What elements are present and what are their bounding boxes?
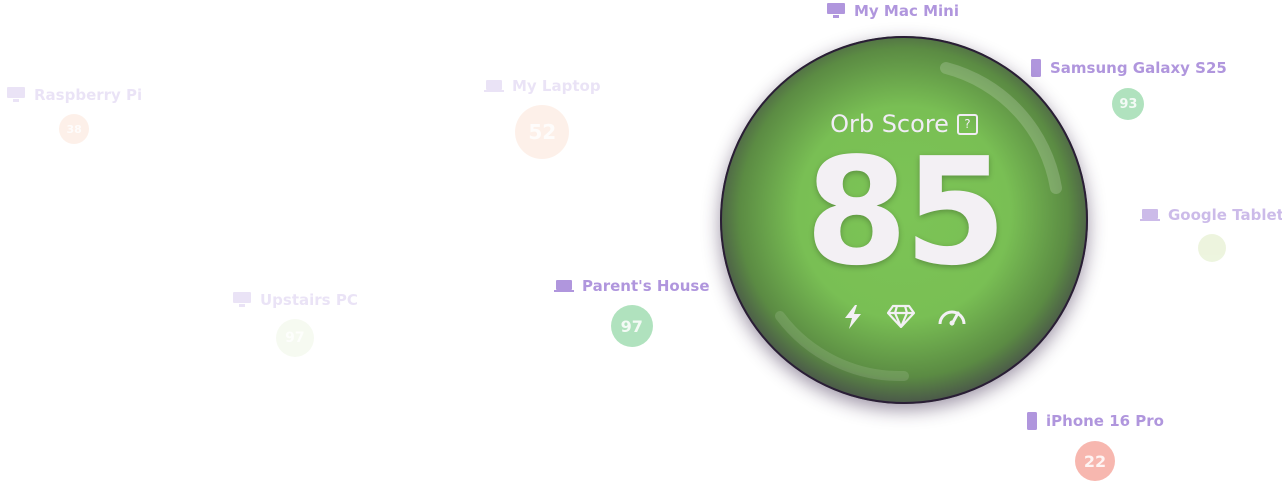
diamond-icon	[887, 304, 915, 328]
device-iphone-16-pro[interactable]: iPhone 16 Pro 22	[1026, 411, 1164, 481]
orb-score-value: 85	[805, 126, 1007, 298]
laptop-icon	[484, 80, 504, 92]
laptop-icon	[1140, 209, 1160, 221]
orb-score-widget[interactable]: Orb Score ? 85	[720, 36, 1088, 404]
orb-icons-row	[720, 304, 1088, 330]
score-bubble: 38	[59, 114, 90, 144]
device-my-laptop[interactable]: My Laptop 52	[484, 77, 601, 159]
device-label: Upstairs PC	[260, 291, 358, 309]
device-label: Raspberry Pi	[34, 86, 143, 104]
laptop-icon	[554, 280, 574, 292]
device-raspberry-pi[interactable]: Raspberry Pi 38	[6, 86, 142, 144]
orb-progress-arc	[775, 62, 1062, 382]
device-upstairs-pc[interactable]: Upstairs PC 97	[232, 291, 358, 357]
device-label: My Mac Mini	[854, 2, 959, 20]
score-bubble	[1197, 234, 1226, 262]
score-bubble: 93	[1112, 88, 1145, 120]
orb-background	[720, 36, 1088, 404]
device-samsung-galaxy-s25[interactable]: Samsung Galaxy S25 93	[1030, 58, 1227, 120]
orb-title: Orb Score ?	[720, 110, 1088, 138]
desktop-monitor-icon	[233, 292, 251, 307]
score-bubble: 97	[275, 319, 314, 357]
phone-icon	[1027, 412, 1037, 430]
score-bubble: 52	[515, 105, 570, 159]
bolt-icon	[845, 305, 861, 329]
device-label: Google Tablet	[1168, 206, 1282, 224]
phone-icon	[1031, 59, 1041, 77]
desktop-monitor-icon	[827, 3, 845, 18]
speedometer-icon	[938, 310, 966, 326]
score-bubble: 97	[610, 305, 653, 347]
device-parents-house[interactable]: Parent's House 97	[554, 277, 710, 347]
score-bubble: 22	[1075, 441, 1115, 481]
device-label: Samsung Galaxy S25	[1050, 59, 1227, 77]
device-label: iPhone 16 Pro	[1046, 412, 1164, 430]
device-label: Parent's House	[582, 277, 710, 295]
help-icon[interactable]: ?	[956, 113, 978, 135]
orb-title-label: Orb Score	[830, 110, 949, 138]
device-label: My Laptop	[512, 77, 601, 95]
desktop-monitor-icon	[7, 87, 25, 102]
device-my-mac-mini[interactable]: My Mac Mini	[826, 2, 959, 20]
device-google-tablet[interactable]: Google Tablet	[1140, 206, 1282, 262]
